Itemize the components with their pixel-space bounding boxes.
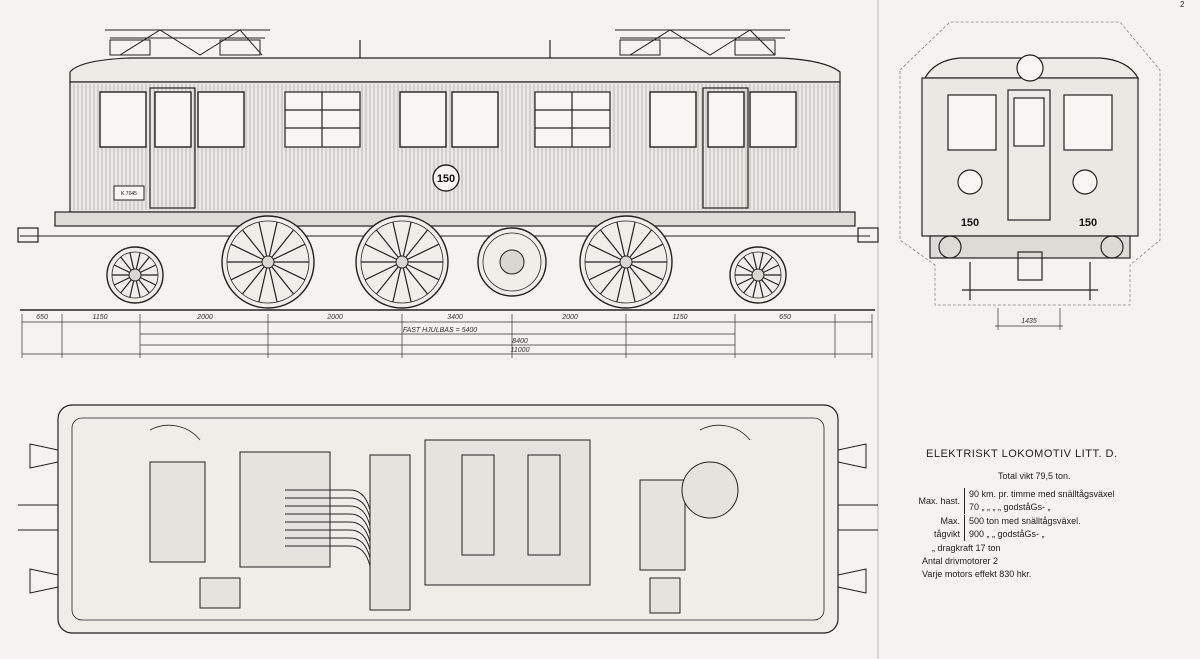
wheelbase-label: FAST HJULBAS = 5400 (403, 327, 477, 334)
gauge-label: 1435 (1021, 318, 1037, 325)
side-roof (69, 57, 841, 83)
wheel (579, 215, 673, 309)
dimension-label: 650 (36, 314, 48, 321)
end-buffer-left (938, 235, 962, 259)
side-windows (99, 91, 797, 148)
end-window-left (947, 94, 997, 151)
buffer-right (857, 227, 879, 243)
end-buffer-right (1100, 235, 1124, 259)
overall-total-label: 11000 (511, 347, 530, 354)
end-number-right: 150 (1079, 217, 1097, 229)
side-small-plate: K 7045 (113, 185, 145, 201)
end-window-right (1063, 94, 1113, 151)
end-headlight-top (1016, 54, 1044, 82)
inner-total-label: 8400 (512, 338, 528, 345)
side-number-plate: 150 (432, 164, 460, 192)
end-buffer-beam (929, 235, 1131, 259)
side-small-plate-text: K 7045 (121, 191, 137, 197)
plan-cab-arc-left (149, 424, 201, 441)
end-dimension: 1435 (995, 308, 1063, 330)
buffer-left (17, 227, 39, 243)
spec-max-train-line: 500 ton med snälltågsväxel. (969, 516, 1081, 526)
spec-max-speed: Max. hast. 90 km. pr. timme med snälltåg… (916, 488, 1186, 514)
plan-cab-arc-right (699, 424, 751, 441)
spec-max-speed-line: 70 „ „ „ „ godståGs- „ (969, 502, 1051, 512)
spec-max-train: Max. tågvikt 500 ton med snälltågsväxel.… (916, 515, 1186, 541)
spec-max-speed-label: Max. hast. (918, 495, 960, 506)
pantograph-left (105, 29, 270, 56)
plan-cable-bundle (285, 489, 371, 600)
side-elevation (17, 29, 879, 311)
end-lamp-right (1072, 169, 1098, 195)
gear-wheel (477, 227, 547, 297)
wheel (106, 246, 164, 304)
plan-view (18, 404, 878, 634)
side-louvres (284, 91, 611, 148)
side-frame (54, 211, 856, 227)
dimension-label: 3400 (447, 314, 463, 321)
end-lamp-left (957, 169, 983, 195)
spec-panel: ELEKTRISKT LOKOMOTIV LITT. D. Total vikt… (916, 448, 1186, 581)
plan-equipment (149, 439, 739, 614)
side-door-right (702, 87, 749, 209)
dimension-label: 2000 (326, 314, 343, 321)
spec-total-weight: Total vikt 79,5 ton. (998, 471, 1071, 481)
end-number-left: 150 (961, 217, 979, 229)
side-dimensions: 650 1150 2000 2000 3400 2000 1150 650 FAST HJUL… (21, 314, 873, 358)
spec-max-train-line: 900 „ „ godståGs- „ (969, 529, 1045, 539)
dimension-label: 1150 (672, 314, 687, 321)
end-elevation (899, 21, 1161, 306)
dimension-label: 1150 (92, 314, 107, 321)
spec-title: ELEKTRISKT LOKOMOTIV LITT. D. (926, 448, 1118, 460)
spec-power: Varje motors effekt 830 hkr. (922, 569, 1032, 579)
end-clearance-profile (899, 21, 1161, 306)
side-number-plate-text: 150 (437, 173, 455, 185)
pantograph-right (615, 29, 790, 56)
wheel (729, 246, 787, 304)
end-coupler (1017, 251, 1043, 281)
wheel (355, 215, 449, 309)
side-wheels (106, 215, 787, 309)
dimension-label: 2000 (561, 314, 578, 321)
side-door-left (149, 87, 196, 209)
plan-buffers (18, 443, 878, 594)
spec-max-train-label: Max. tågvikt (933, 516, 960, 539)
wheel (221, 215, 315, 309)
page-number: 2 (1180, 0, 1185, 9)
dimension-label: 650 (779, 314, 791, 321)
spec-tractive: „ dragkraft 17 ton (932, 543, 1001, 553)
dimension-label: 2000 (196, 314, 213, 321)
spec-max-speed-line: 90 km. pr. timme med snälltågsväxel (969, 489, 1115, 499)
end-window-door (1013, 97, 1045, 147)
spec-motors: Antal drivmotorer 2 (922, 556, 999, 566)
